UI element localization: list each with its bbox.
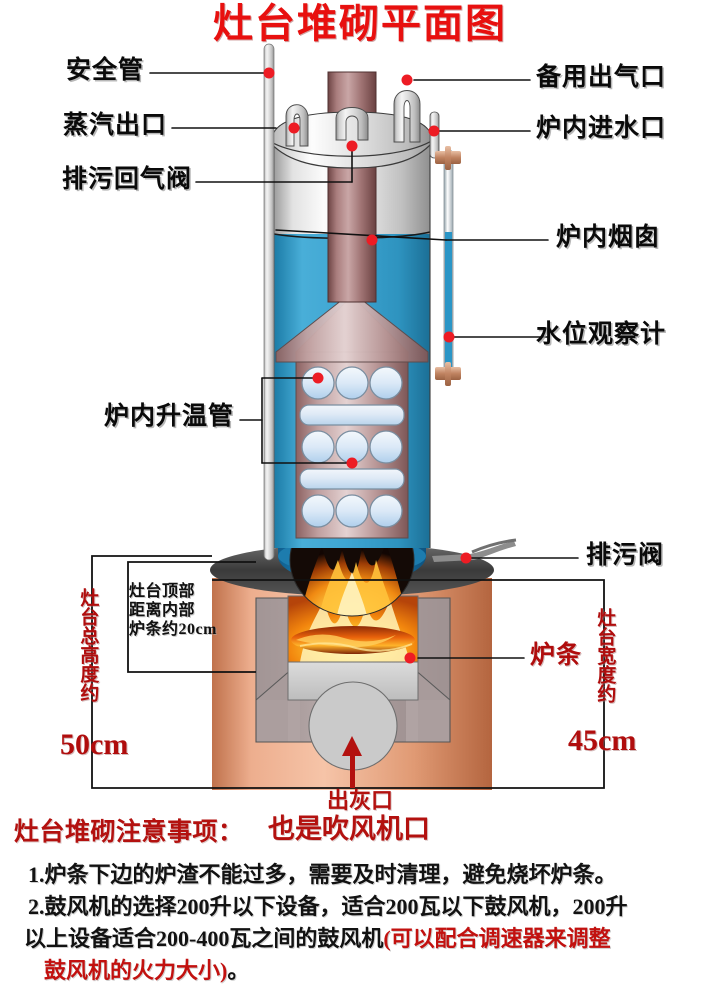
note-item-2-line3: 鼓风机的火力大小)。 <box>44 958 249 985</box>
note-item-2-line2-red: (可以配合调速器来调整 <box>383 926 611 951</box>
spare-gas-outlet-pipe <box>393 90 421 143</box>
label-heating-tubes: 炉内升温管 <box>103 403 234 430</box>
note-item-2-line1: 2.鼓风机的选择200升以下设备，适合200瓦以下鼓风机，200升 <box>28 894 628 919</box>
dimension-width-text: 灶台宽度约 <box>594 608 616 703</box>
leader-dots <box>263 67 472 664</box>
notes-heading: 灶台堆砌注意事项： <box>14 819 244 846</box>
blowdown-return-valve-pipe <box>335 107 369 141</box>
label-blowdown-return-valve: 排污回气阀 <box>61 166 192 193</box>
label-safety-pipe: 安全管 <box>65 57 144 84</box>
heating-tube-block <box>275 291 429 539</box>
steam-outlet-pipe <box>285 104 309 147</box>
safety-pipe-shape <box>263 43 275 561</box>
boiler-cap <box>267 90 440 169</box>
fire-flames <box>290 504 414 616</box>
page-title: 灶台堆砌平面图 <box>213 1 507 46</box>
note-item-2-line3-black: 。 <box>227 958 250 983</box>
firebox <box>288 596 418 662</box>
label-fire-grate: 炉条 <box>530 642 583 669</box>
water-level-gauge-shape <box>435 146 461 386</box>
note-item-1: 1.炉条下边的炉渣不能过多，需要及时清理，避免烧坏炉条。 <box>28 862 617 887</box>
dimension-top-to-grate-text: 灶台顶部 距离内部 炉条约20cm <box>129 583 217 638</box>
label-spare-gas-outlet: 备用出气口 <box>536 64 667 91</box>
blowdown-valve-shape <box>432 538 517 562</box>
dimension-width-value: 45cm <box>568 724 637 757</box>
label-steam-outlet: 蒸汽出口 <box>62 112 167 139</box>
dimension-total-height-text: 灶台总高度约 <box>77 588 99 702</box>
dimension-total-height-value: 50cm <box>60 728 129 761</box>
label-water-inlet: 炉内进水口 <box>536 115 667 142</box>
note-item-2-line2-black: 以上设备适合200-400瓦之间的鼓风机 <box>24 926 384 951</box>
note-item-2-line2: 以上设备适合200-400瓦之间的鼓风机(可以配合调速器来调整 <box>24 926 611 953</box>
leader-lines <box>149 72 579 659</box>
tube-row-3 <box>301 494 403 528</box>
ash-port-arrow <box>342 736 362 788</box>
inner-chimney-shape <box>328 72 376 302</box>
note-item-2-line3-red: 鼓风机的火力大小) <box>44 958 228 983</box>
ash-port-label-line2: 也是吹风机口 <box>268 814 430 844</box>
dimension-brackets <box>91 555 605 789</box>
label-inner-chimney: 炉内烟囱 <box>556 224 661 251</box>
label-water-level-gauge: 水位观察计 <box>536 321 667 348</box>
label-blowdown-valve: 排污阀 <box>586 542 665 569</box>
tube-row-2 <box>301 430 403 464</box>
ash-port-label-line1: 出灰口 <box>326 788 393 813</box>
